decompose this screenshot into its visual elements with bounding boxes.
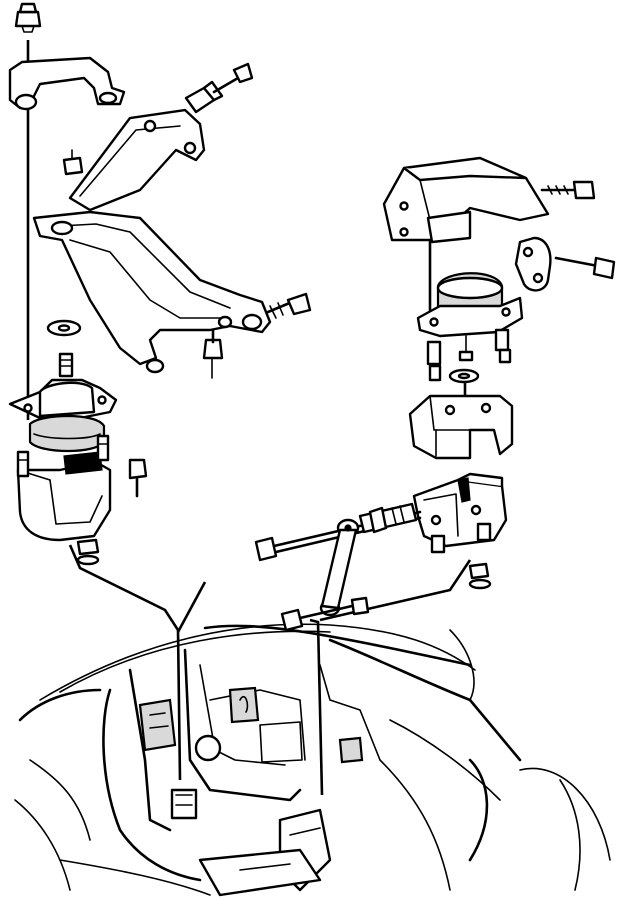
right-washer-icon bbox=[448, 368, 480, 384]
leader-lines bbox=[26, 40, 472, 796]
vehicle-engine-compartment bbox=[14, 623, 611, 897]
lower-link-bolt-icon bbox=[280, 596, 370, 632]
cross-bracket-bolt-icon bbox=[266, 292, 312, 319]
link-arm-icon bbox=[319, 518, 360, 617]
top-nut-icon bbox=[14, 2, 42, 33]
engine-cross-bracket bbox=[32, 210, 272, 374]
u-bracket-bolt-icon bbox=[554, 256, 616, 280]
frame-bracket-stud-icon bbox=[430, 522, 492, 554]
upper-support-plate bbox=[68, 108, 206, 212]
right-mount-stud-icon bbox=[426, 328, 512, 382]
lower-stud-icon bbox=[16, 434, 110, 478]
vertical-bolt-icon bbox=[202, 328, 224, 379]
right-rubber-mount bbox=[416, 272, 524, 338]
plate-nut-icon bbox=[62, 149, 84, 176]
left-rubber-mount bbox=[8, 378, 118, 453]
u-bracket-icon bbox=[514, 236, 552, 292]
bottom-nut-icon bbox=[76, 538, 100, 566]
mount-stud-icon bbox=[58, 352, 74, 378]
right-mount-assembly bbox=[254, 156, 616, 632]
right-insulator-bracket bbox=[408, 394, 514, 460]
left-lower-bracket bbox=[16, 451, 112, 542]
washer-icon bbox=[46, 319, 82, 337]
bracket-bolt-icon bbox=[184, 62, 254, 114]
upper-strap-bracket bbox=[8, 56, 126, 111]
left-mount-assembly bbox=[8, 2, 312, 566]
side-bolt-icon bbox=[128, 458, 148, 498]
right-bottom-nut-icon bbox=[468, 562, 492, 590]
shield-bolt-icon bbox=[540, 180, 596, 200]
right-heat-shield bbox=[382, 156, 550, 244]
right-frame-bracket bbox=[412, 472, 508, 548]
